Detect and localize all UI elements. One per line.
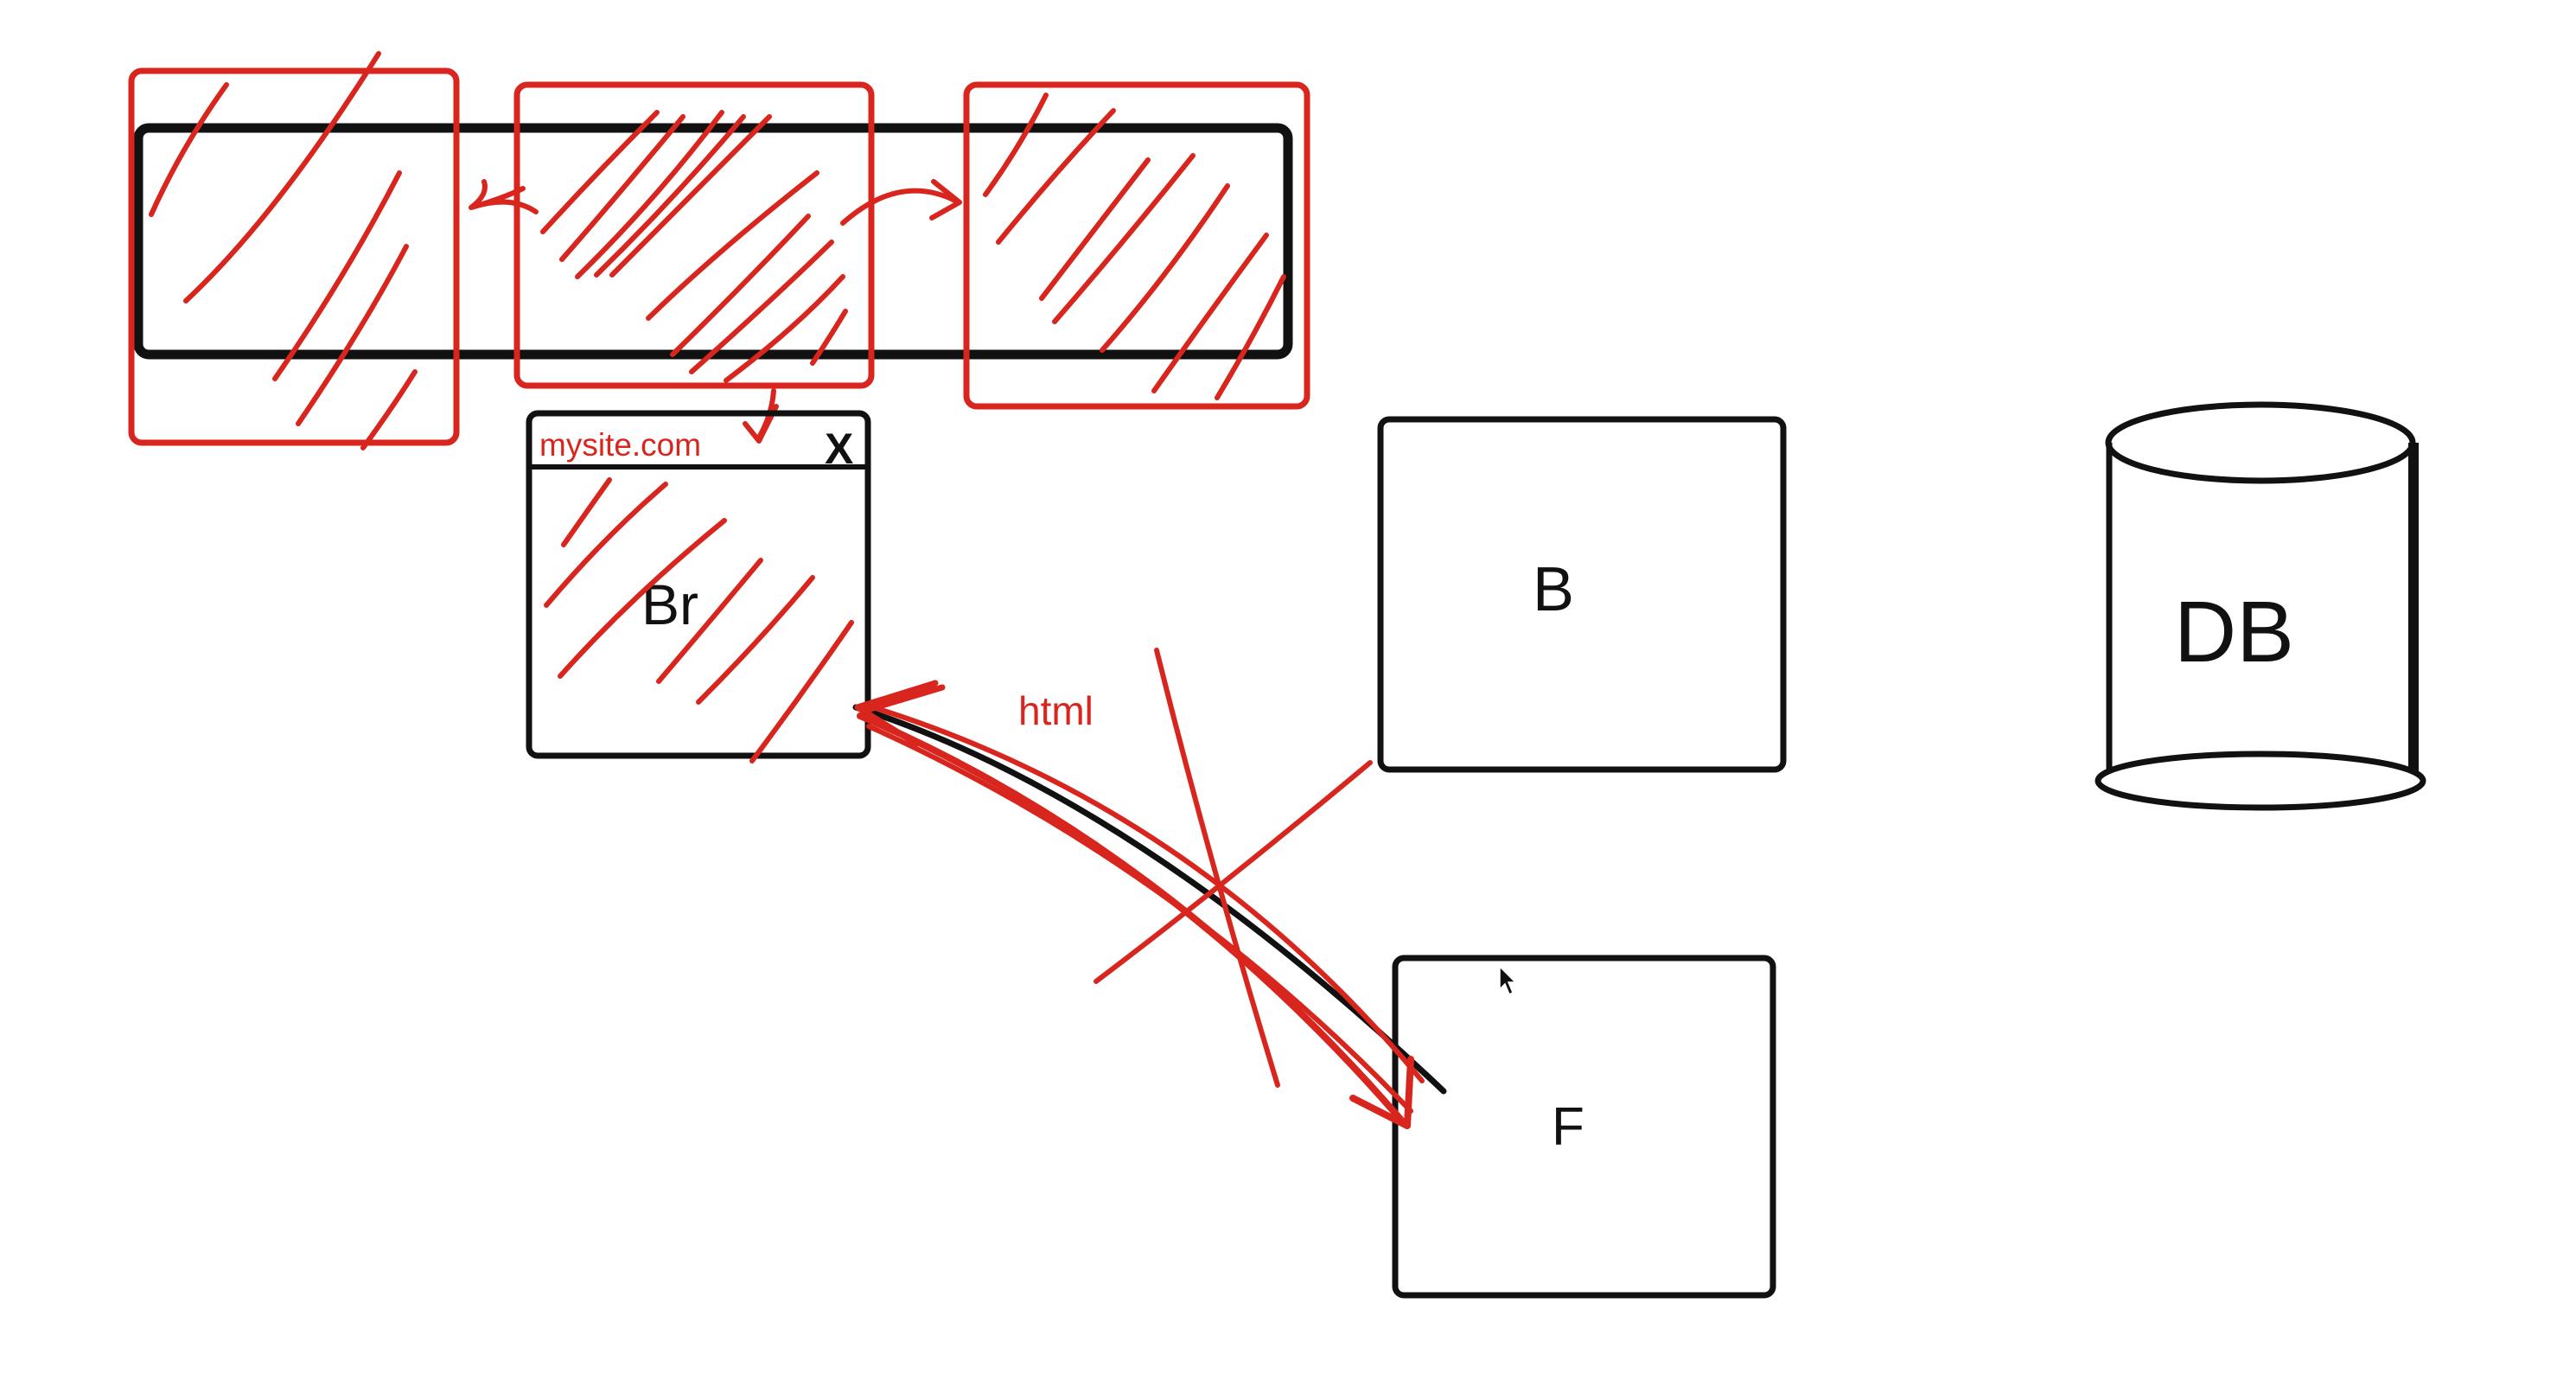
response-label: html bbox=[1018, 688, 1094, 733]
frontend-label: F bbox=[1552, 1097, 1584, 1157]
right-red-box bbox=[963, 81, 1310, 410]
database-top bbox=[2105, 401, 2416, 484]
response-arrowhead bbox=[854, 680, 946, 747]
browser-frame bbox=[526, 410, 871, 759]
black-connection-line bbox=[852, 704, 1447, 1095]
strike-line-2 bbox=[1094, 760, 1373, 984]
database-node: DB bbox=[2095, 401, 2426, 811]
mouse-pointer-icon bbox=[1499, 965, 1517, 996]
right-box-hatching bbox=[983, 93, 1286, 400]
browser-hatching bbox=[544, 477, 854, 763]
request-arrow bbox=[857, 712, 1408, 1128]
browser-close-icon: X bbox=[825, 425, 853, 473]
backend-frame bbox=[1377, 416, 1787, 773]
browser-window: mysite.com X Br bbox=[526, 410, 871, 759]
strike-line-1 bbox=[1154, 648, 1280, 1088]
center-box-hatching bbox=[540, 110, 848, 383]
database-label: DB bbox=[2174, 584, 2294, 680]
backend-label: B bbox=[1533, 555, 1574, 624]
browser-frontend-connection: html bbox=[852, 680, 1447, 1129]
left-box-hatching bbox=[149, 51, 418, 450]
left-arrow bbox=[469, 179, 539, 214]
request-arrowhead bbox=[1349, 1056, 1414, 1129]
backend-node: B bbox=[1377, 416, 1787, 773]
center-red-box bbox=[513, 81, 875, 389]
red-annotation-boxes bbox=[128, 67, 1310, 446]
frontend-frame bbox=[1392, 955, 1776, 1299]
frontend-node: F bbox=[1392, 955, 1776, 1299]
strip-arrows bbox=[469, 179, 962, 444]
browser-url: mysite.com bbox=[539, 427, 701, 463]
right-arrow bbox=[840, 179, 962, 226]
left-red-box bbox=[128, 67, 460, 446]
database-bottom bbox=[2095, 751, 2426, 811]
strike-cross bbox=[1094, 648, 1373, 1088]
